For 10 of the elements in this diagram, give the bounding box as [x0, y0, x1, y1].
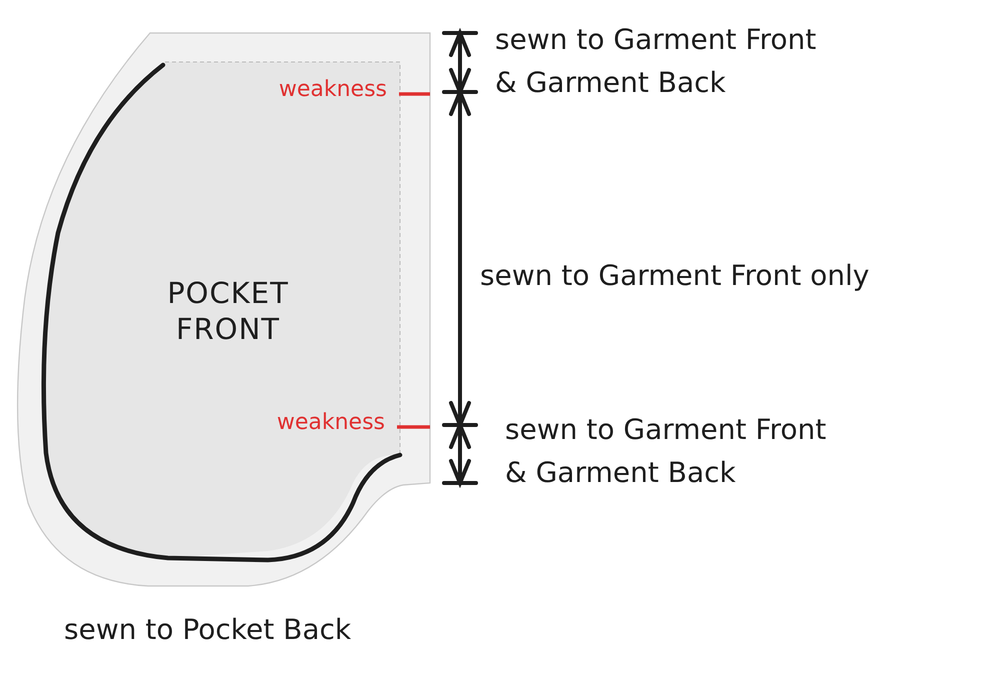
dimension-label: sewn to Garment Front only — [480, 258, 870, 294]
dimension-label: sewn to Garment Front & Garment Back — [505, 412, 828, 492]
leader-line — [397, 425, 430, 429]
pocket-pattern-piece — [18, 33, 430, 588]
dimension-label: sewn to Garment Front & Garment Back — [495, 22, 818, 102]
seam-note: sewn to Pocket Back — [64, 612, 352, 648]
piece-title: POCKET FRONT — [166, 275, 290, 348]
weakness-label: weakness — [230, 410, 385, 435]
weakness-label: weakness — [232, 77, 387, 102]
leader-line — [399, 92, 430, 96]
